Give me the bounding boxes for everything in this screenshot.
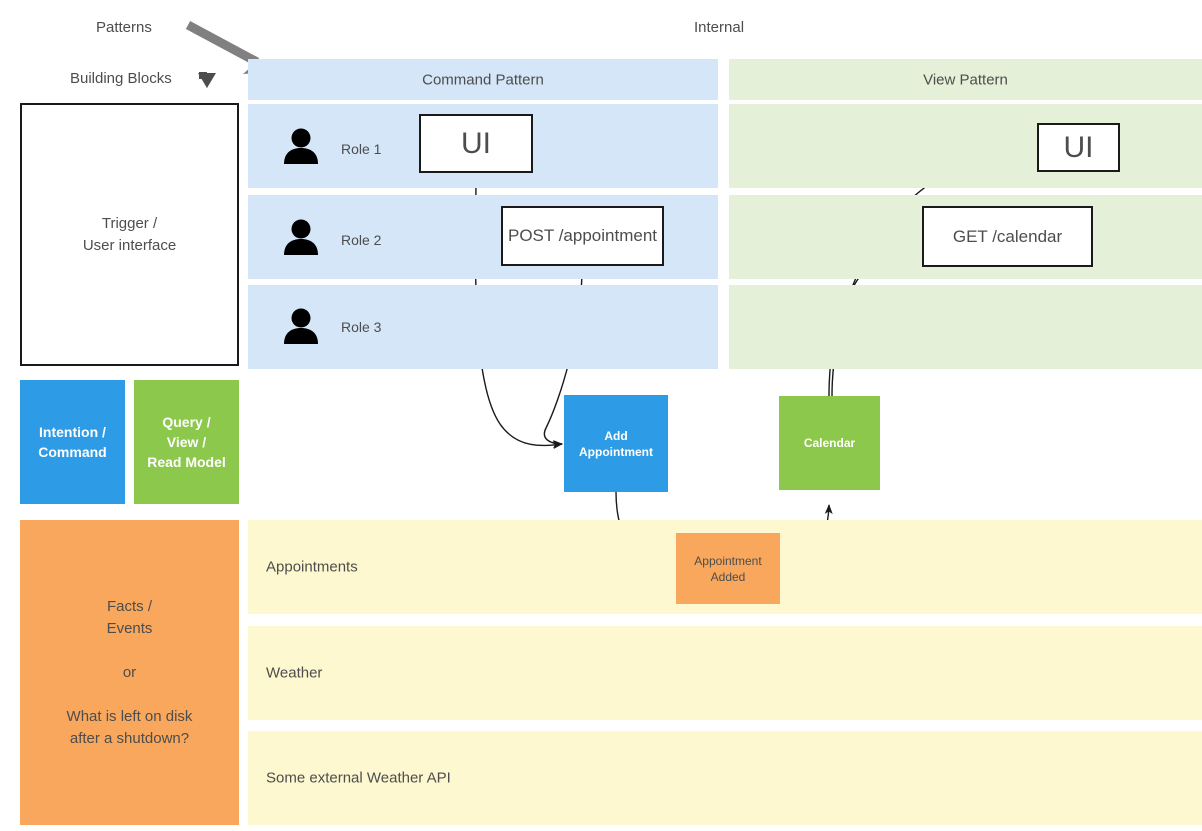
lane-weather: Weather (248, 626, 1202, 720)
lane-view-pattern-header: View Pattern (729, 59, 1202, 100)
person-icon (284, 308, 318, 344)
chevron-down-icon (198, 72, 216, 88)
legend-facts-events: Facts / Events or What is left on disk a… (20, 520, 239, 825)
legend-trigger-user-interface: Trigger / User interface (20, 103, 239, 366)
node-calendar[interactable]: Calendar (779, 396, 880, 490)
node-add-appointment[interactable]: Add Appointment (564, 395, 668, 492)
node-get-calendar[interactable]: GET /calendar (922, 206, 1093, 267)
lane-label-appointments: Appointments (266, 558, 358, 576)
lane-label-weather: Weather (266, 664, 323, 682)
building-blocks-label: Building Blocks (70, 70, 172, 87)
lane-external-weather-api: Some external Weather API (248, 731, 1202, 825)
view-pattern-title: View Pattern (923, 71, 1008, 88)
lane-command-pattern-header: Command Pattern (248, 59, 718, 100)
lane-label-external-weather-api: Some external Weather API (266, 769, 451, 787)
person-icon (284, 128, 318, 164)
node-ui-command[interactable]: UI (419, 114, 533, 173)
legend-intention-command: Intention / Command (20, 380, 125, 504)
role-label-2: Role 2 (341, 232, 382, 248)
legend-query-view-read-model: Query / View / Read Model (134, 380, 239, 504)
node-post-appointment[interactable]: POST /appointment (501, 206, 664, 266)
lane-role-1-view (729, 104, 1202, 188)
node-appointment-added[interactable]: Appointment Added (676, 533, 780, 604)
person-icon (284, 219, 318, 255)
node-ui-view[interactable]: UI (1037, 123, 1120, 172)
lane-role-3-command (248, 285, 718, 369)
role-label-3: Role 3 (341, 319, 382, 335)
command-pattern-title: Command Pattern (422, 71, 544, 88)
internal-label: Internal (694, 19, 745, 36)
lane-role-3-view (729, 285, 1202, 369)
patterns-label: Patterns (96, 19, 152, 36)
role-label-1: Role 1 (341, 141, 382, 157)
